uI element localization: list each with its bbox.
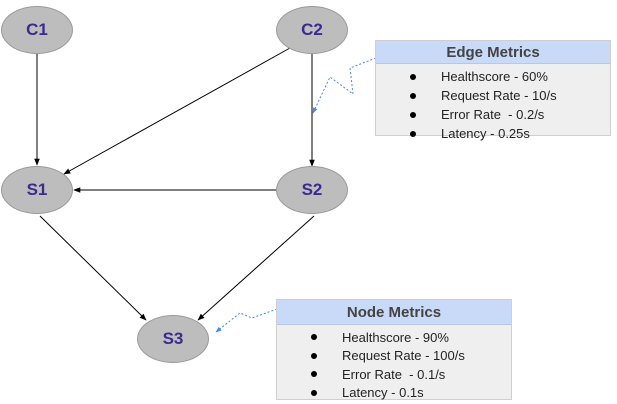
edge-metric-latency: Latency - 0.25s [441, 126, 530, 141]
node-s2-label: S2 [301, 180, 323, 199]
edge-metric-error-rate: Error Rate - 0.2/s [441, 107, 545, 122]
edge-metrics-list: Healthscore - 60% Request Rate - 10/s Er… [376, 64, 610, 143]
node-metric-request-rate: Request Rate - 100/s [342, 348, 465, 364]
edge-metrics-title: Edge Metrics [376, 41, 610, 64]
list-item: Healthscore - 90% [277, 328, 511, 347]
edge-s2-s3 [197, 215, 315, 321]
bullet-icon [311, 389, 317, 396]
bullet-icon [311, 334, 317, 341]
node-metrics-panel: Node Metrics Healthscore - 90% Request R… [276, 299, 512, 400]
bullet-icon [311, 371, 317, 378]
list-item: Healthscore - 60% [376, 67, 610, 86]
node-metrics-callout [215, 308, 278, 333]
node-c1[interactable]: C1 [1, 6, 73, 54]
list-item: Error Rate - 0.1/s [277, 365, 511, 384]
list-item: Request Rate - 100/s [277, 347, 511, 366]
edge-c2-s1 [63, 47, 291, 175]
node-metric-error-rate: Error Rate - 0.1/s [342, 366, 446, 382]
node-s3[interactable]: S3 [137, 315, 209, 363]
node-s1[interactable]: S1 [1, 166, 73, 214]
bullet-icon [410, 92, 416, 99]
edge-metric-healthscore: Healthscore - 60% [441, 69, 548, 84]
node-c2[interactable]: C2 [276, 6, 348, 54]
node-metric-healthscore: Healthscore - 90% [342, 329, 449, 345]
edge-metric-request-rate: Request Rate - 10/s [441, 88, 557, 103]
node-c1-label: C1 [26, 20, 48, 39]
bullet-icon [410, 130, 416, 137]
list-item: Request Rate - 10/s [376, 86, 610, 105]
bullet-icon [410, 73, 416, 80]
bullet-icon [410, 111, 416, 118]
node-metrics-list: Healthscore - 90% Request Rate - 100/s E… [277, 325, 511, 402]
node-c2-label: C2 [301, 20, 323, 39]
list-item: Latency - 0.25s [376, 124, 610, 143]
bullet-icon [311, 352, 317, 359]
node-s1-label: S1 [26, 180, 48, 199]
node-s2[interactable]: S2 [276, 166, 348, 214]
list-item: Error Rate - 0.2/s [376, 105, 610, 124]
edge-metrics-callout [312, 57, 377, 114]
list-item: Latency - 0.1s [277, 384, 511, 403]
node-metric-latency: Latency - 0.1s [342, 385, 424, 401]
edge-metrics-panel: Edge Metrics Healthscore - 60% Request R… [375, 40, 611, 141]
edge-s1-s3 [39, 215, 147, 321]
node-metrics-title: Node Metrics [277, 300, 511, 325]
node-s3-label: S3 [162, 329, 184, 348]
